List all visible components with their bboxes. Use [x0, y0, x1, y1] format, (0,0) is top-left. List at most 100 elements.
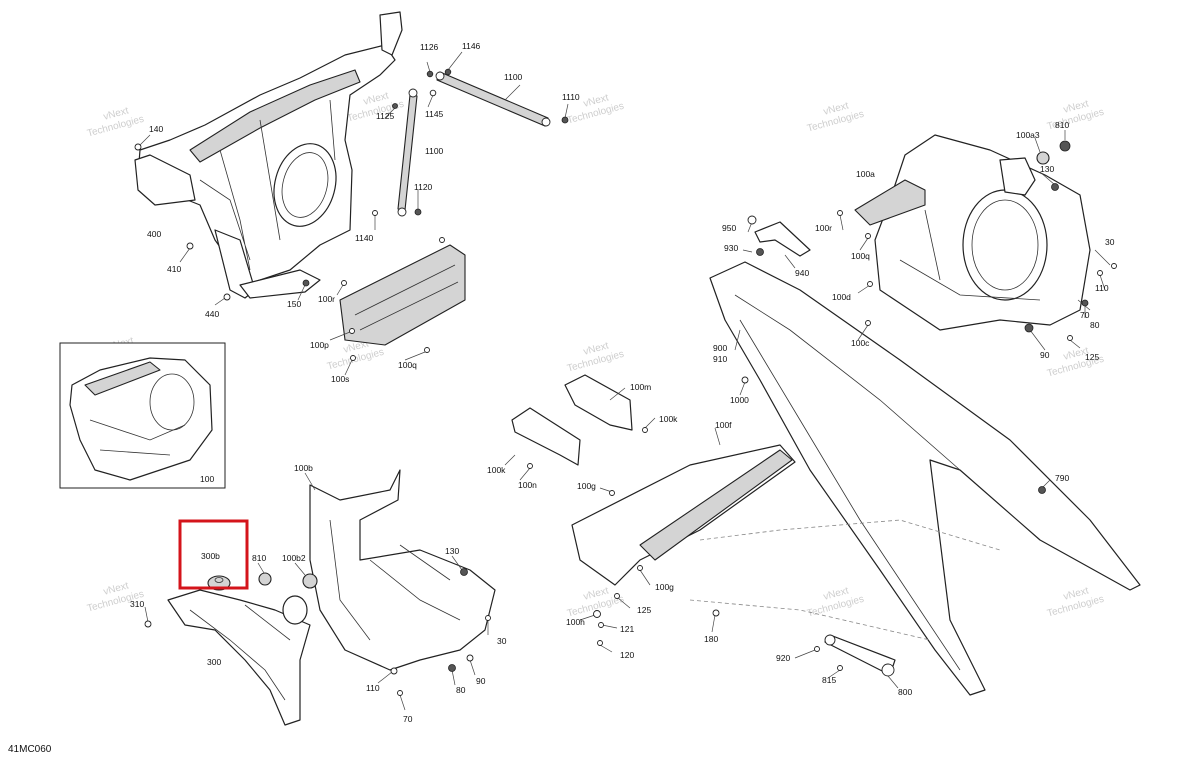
callout: 100d	[832, 292, 851, 302]
callout: 130	[445, 546, 459, 556]
callout: 950	[722, 223, 736, 233]
callout: 310	[130, 599, 144, 609]
callout: 30	[497, 636, 507, 646]
callout: 410	[167, 264, 181, 274]
watermark: vNext Technologies	[1046, 585, 1105, 619]
front-frame-bracket	[379, 11, 403, 56]
callout: 100r	[318, 294, 335, 304]
floor-plate-gusset	[639, 449, 793, 561]
link-800-bushing	[824, 634, 836, 646]
tie-rods	[397, 71, 551, 217]
rear-bulkhead-assembly	[854, 134, 1091, 331]
callout: 150	[287, 299, 301, 309]
front-frame-bulkhead-ring	[273, 143, 337, 227]
watermark: vNext Technologies	[1046, 98, 1105, 132]
callout: 1120	[414, 182, 433, 192]
callout: 80	[456, 685, 466, 695]
tie-rod-end	[541, 117, 551, 127]
inset-bulkhead	[149, 373, 195, 431]
front-frame-left-plate	[134, 154, 196, 206]
callout: 100k	[659, 414, 678, 424]
callout: 100q	[398, 360, 417, 370]
inset-tube	[84, 361, 161, 396]
callout: 90	[1040, 350, 1050, 360]
bushing-300b-inner	[214, 577, 224, 583]
callout: 121	[620, 624, 634, 634]
callout: 910	[713, 354, 727, 364]
callout: 180	[704, 634, 718, 644]
callout: 90	[476, 676, 486, 686]
front-frame-foot	[239, 269, 321, 299]
callout: 100f	[715, 420, 732, 430]
callout: 815	[822, 675, 836, 685]
callout: 120	[620, 650, 634, 660]
callout: 930	[724, 243, 738, 253]
inset-detail	[89, 419, 186, 456]
bushing-810	[1059, 140, 1071, 152]
lower-frame-assembly	[167, 469, 496, 726]
chassis-100b	[309, 469, 496, 671]
callout: 1145	[425, 109, 444, 119]
fasteners	[134, 51, 1117, 711]
inset-label: 100	[200, 474, 214, 484]
callout: 100c	[851, 338, 870, 348]
lower-frame-300	[167, 589, 311, 726]
side-rail-assembly	[689, 261, 1141, 696]
callout: 920	[776, 653, 790, 663]
callout: 1000	[730, 395, 749, 405]
callout: 1125	[376, 111, 395, 121]
leader-lines	[139, 51, 1111, 711]
lower-frame-hole	[282, 595, 308, 625]
callout: 1126	[420, 42, 439, 52]
side-rail-projection	[689, 519, 1001, 641]
callout: 1100	[425, 146, 444, 156]
watermark: vNext Technologies	[806, 100, 865, 134]
callout: 140	[149, 124, 163, 134]
skid-plate-100p	[339, 244, 466, 346]
tie-rod-end	[435, 71, 445, 81]
rear-bulkhead-detail	[899, 209, 1041, 301]
callout: 30	[1105, 237, 1115, 247]
callout: 130	[1040, 164, 1054, 174]
bushing-100b2	[302, 573, 318, 589]
callout: 100g	[655, 582, 674, 592]
link-800-bushing	[881, 663, 895, 677]
callout: 810	[252, 553, 266, 563]
front-frame-detail	[199, 99, 336, 271]
bushing-100a3	[1036, 151, 1050, 165]
shield-100m	[564, 374, 633, 431]
callout: 100b2	[282, 553, 306, 563]
side-rail-900-inner	[734, 294, 961, 671]
callout: 110	[366, 683, 380, 693]
tie-rod-end	[397, 207, 407, 217]
rear-bulkhead-ring-inner	[971, 199, 1039, 291]
callout: 400	[147, 229, 161, 239]
callout: 300b	[201, 551, 220, 561]
callout: 1146	[462, 41, 481, 51]
fastener-glyphs	[134, 68, 1117, 696]
callout: 100n	[518, 480, 537, 490]
callout: 100s	[331, 374, 349, 384]
callout: 1110	[562, 92, 580, 102]
side-rail-900	[709, 261, 1141, 696]
callout: 1100	[504, 72, 523, 82]
tie-rod-end	[408, 88, 418, 98]
callout: 800	[898, 687, 912, 697]
shield-100n	[511, 407, 581, 466]
inset-frame-overview: 100	[59, 342, 226, 489]
callout: 70	[403, 714, 413, 724]
watermark: vNext Technologies	[806, 585, 865, 619]
callout: 100p	[310, 340, 329, 350]
link-940	[754, 221, 811, 257]
front-frame-bulkhead-inner	[281, 152, 329, 218]
chassis-100b-detail	[329, 519, 461, 641]
callout: 125	[637, 605, 651, 615]
callout: 125	[1085, 352, 1099, 362]
callout: 300	[207, 657, 221, 667]
front-frame-assembly	[134, 11, 403, 299]
callout: 900	[713, 343, 727, 353]
callout: 100g	[577, 481, 596, 491]
callout: 100h	[566, 617, 585, 627]
